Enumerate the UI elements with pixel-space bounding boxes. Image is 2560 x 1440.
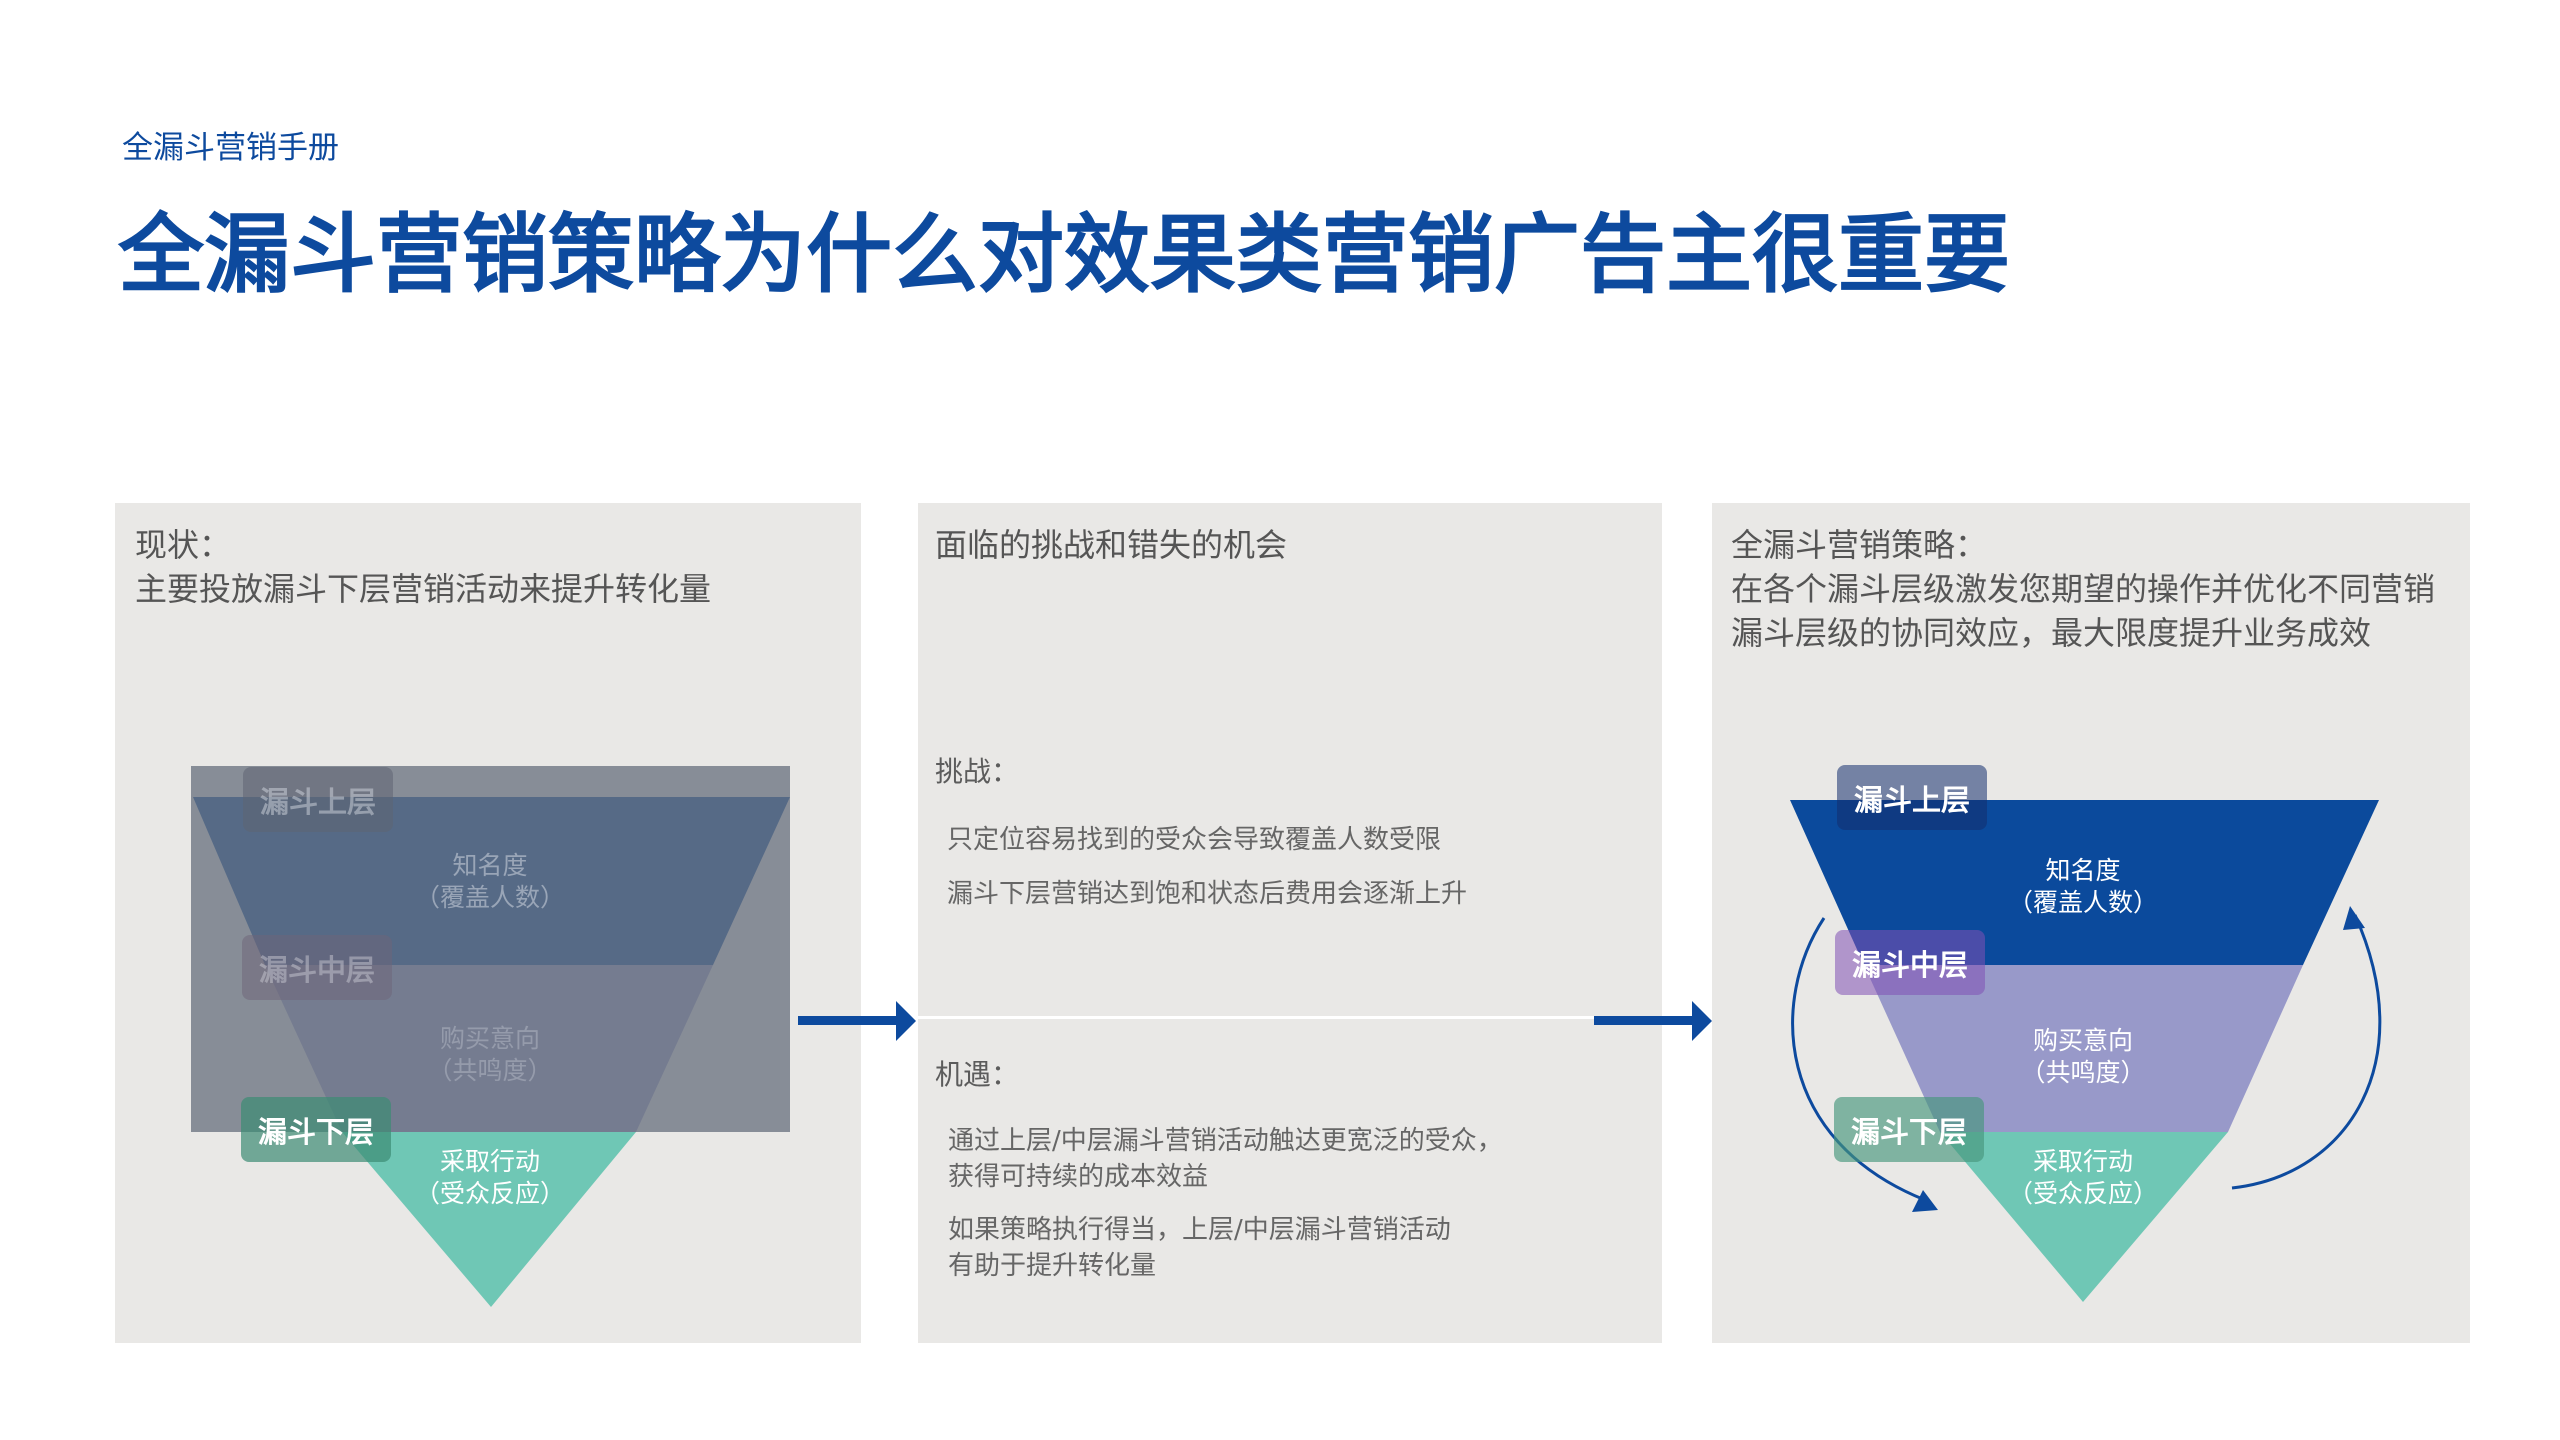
arrow-right-icon <box>1594 1001 1712 1041</box>
layer-title: 购买意向 <box>439 1024 540 1053</box>
layer-label-middle: 购买意向 （共鸣度） <box>1963 1025 2203 1089</box>
layer-label-upper-dim: 知名度 （覆盖人数） <box>370 850 610 914</box>
page-title: 全漏斗营销策略为什么对效果类营销广告主很重要 <box>118 205 2010 305</box>
current-subheading: 主要投放漏斗下层营销活动来提升转化量 <box>135 570 712 608</box>
arrowhead-icon <box>1912 1190 1938 1212</box>
challenge-label: 挑战： <box>935 755 1020 788</box>
section-divider <box>918 1016 1594 1019</box>
cycle-arc-up <box>2231 914 2382 1190</box>
tag-middle-dim: 漏斗中层 <box>242 935 392 1000</box>
opportunity-label: 机遇： <box>935 1058 1020 1091</box>
layer-title: 知名度 <box>2045 856 2121 885</box>
right-funnel <box>1790 800 2379 1302</box>
layer-title: 采取行动 <box>439 1147 540 1176</box>
layer-label-upper: 知名度 （覆盖人数） <box>1963 855 2203 919</box>
arrowhead-icon <box>2343 906 2365 930</box>
arrow-right-icon <box>798 1001 916 1041</box>
opportunity-item-cont: 有助于提升转化量 <box>948 1251 1157 1281</box>
tag-upper: 漏斗上层 <box>1837 765 1987 830</box>
panel-challenges <box>918 503 1662 1343</box>
layer-title: 采取行动 <box>2032 1147 2133 1176</box>
layer-title: 购买意向 <box>2032 1026 2133 1055</box>
layer-sub: （受众反应） <box>2007 1179 2158 1208</box>
layer-sub: （覆盖人数） <box>2007 888 2158 917</box>
opportunity-item: 如果策略执行得当，上层/中层漏斗营销活动 <box>948 1215 1451 1245</box>
layer-label-middle-dim: 购买意向 （共鸣度） <box>370 1023 610 1087</box>
current-heading: 现状： <box>135 526 232 564</box>
opportunity-item-cont: 获得可持续的成本效益 <box>948 1162 1209 1192</box>
tag-middle: 漏斗中层 <box>1835 930 1985 995</box>
layer-sub: （共鸣度） <box>427 1056 553 1085</box>
layer-label-lower: 采取行动 （受众反应） <box>1963 1146 2203 1210</box>
layer-label-lower: 采取行动 （受众反应） <box>370 1146 610 1210</box>
layer-sub: （受众反应） <box>414 1179 565 1208</box>
layer-sub: （覆盖人数） <box>414 883 565 912</box>
strategy-line-2: 漏斗层级的协同效应，最大限度提升业务成效 <box>1731 614 2372 652</box>
opportunity-item: 通过上层/中层漏斗营销活动触达更宽泛的受众， <box>948 1126 1503 1156</box>
challenge-item: 只定位容易找到的受众会导致覆盖人数受限 <box>947 825 1442 855</box>
tag-lower: 漏斗下层 <box>1834 1097 1984 1162</box>
strategy-line-1: 在各个漏斗层级激发您期望的操作并优化不同营销 <box>1731 570 2436 608</box>
tag-lower: 漏斗下层 <box>241 1097 391 1162</box>
layer-title: 知名度 <box>452 851 528 880</box>
challenges-heading: 面临的挑战和错失的机会 <box>935 526 1288 564</box>
handbook-label: 全漏斗营销手册 <box>122 130 339 166</box>
tag-upper-dim: 漏斗上层 <box>243 767 393 832</box>
layer-sub: （共鸣度） <box>2020 1058 2146 1087</box>
challenge-item: 漏斗下层营销达到饱和状态后费用会逐渐上升 <box>947 879 1468 909</box>
strategy-heading: 全漏斗营销策略： <box>1731 526 1988 564</box>
cycle-arc-down <box>1791 917 1926 1202</box>
